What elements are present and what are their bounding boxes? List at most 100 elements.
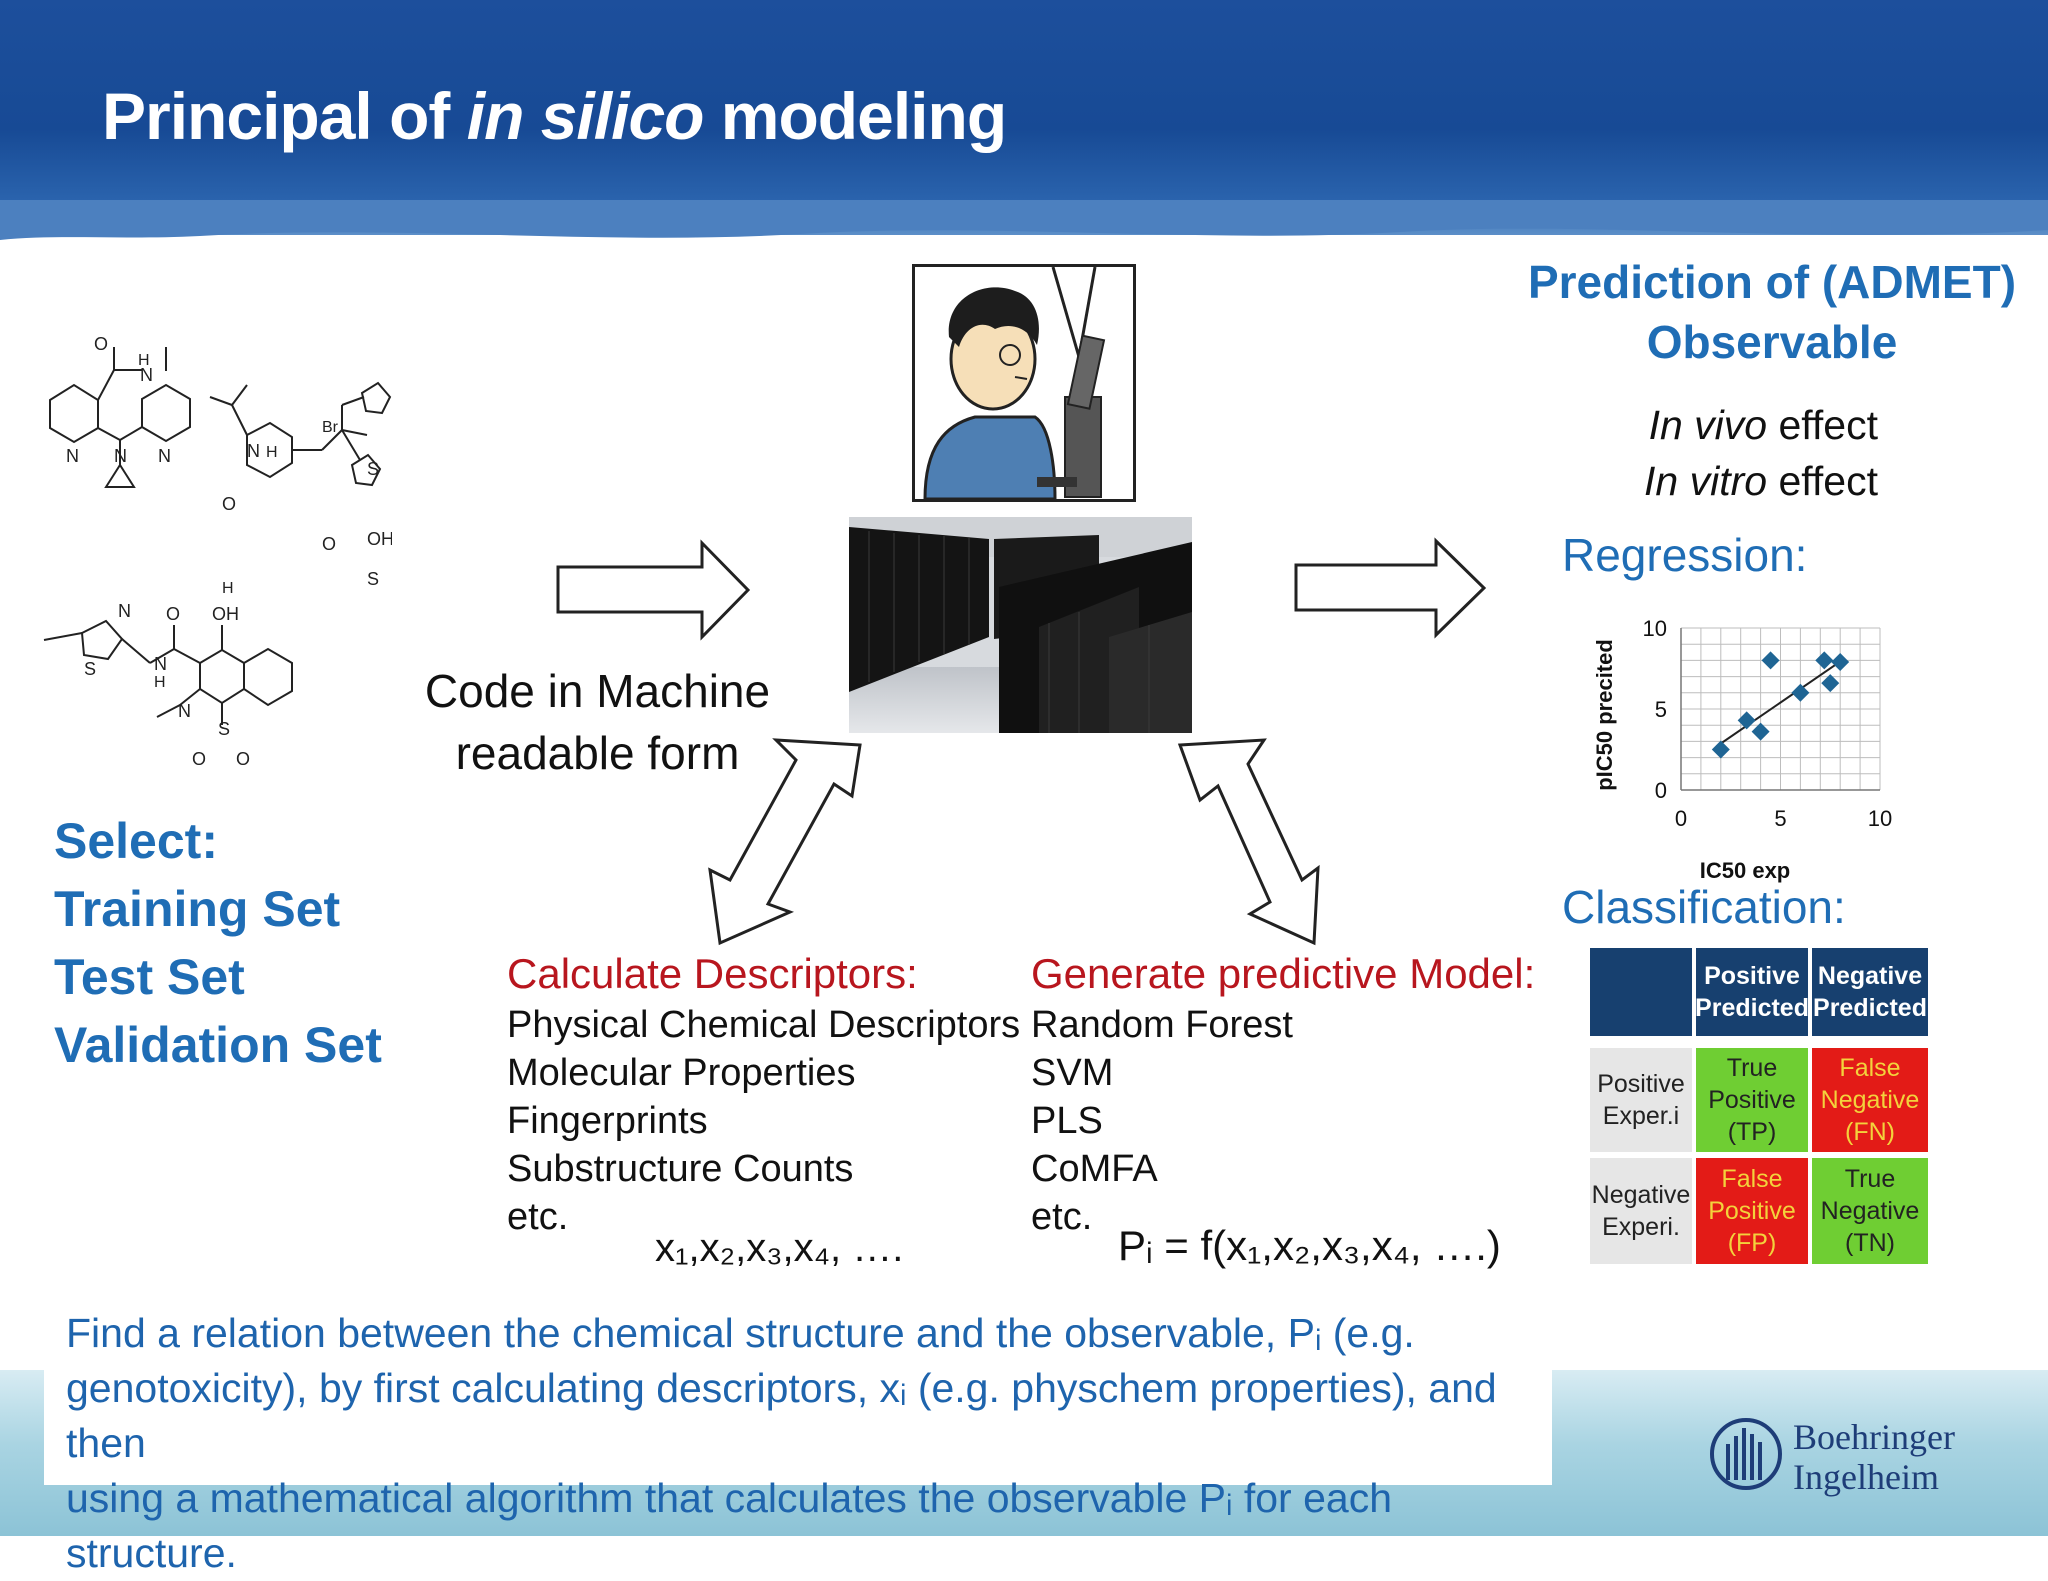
atom-label: OH [212,604,239,624]
atom-label: O [192,749,206,769]
atom-label: N [140,365,153,385]
prediction-title: Prediction of (ADMET) Observable [1522,252,2022,372]
atom-label: H [138,352,150,369]
regression-label: Regression: [1562,529,1808,581]
data-point [1711,740,1730,759]
model-item: PLS [1031,1100,1103,1142]
summary-line: genotoxicity), by first calculating desc… [66,1365,1497,1466]
descriptor-item: Substructure Counts [507,1148,854,1190]
row-header-negative: Negative Experi. [1590,1158,1692,1264]
x-tick-label: 10 [1868,806,1892,831]
data-point [1791,683,1810,702]
data-point [1831,653,1850,672]
model-item: Random Forest [1031,1004,1293,1046]
data-point [1761,651,1780,670]
confusion-matrix: Positive Predicted Negative Predicted Po… [1590,948,1928,1266]
summary-line: using a mathematical algorithm that calc… [66,1475,1392,1576]
title-prefix: Principal of [102,79,467,153]
descriptor-item: Fingerprints [507,1100,708,1142]
atom-label: O [236,749,250,769]
company-name: Boehringer Ingelheim [1793,1417,1955,1497]
atom-label: N [114,446,127,466]
atom-label: OH [367,529,392,549]
atom-label: O [166,604,180,624]
atom-label: N [178,701,191,721]
atom-label: S [218,719,230,739]
title-italic: in silico [466,79,705,153]
trend-line [1716,657,1845,748]
data-point [1821,674,1840,693]
false-positive-cell: False Positive (FP) [1696,1158,1808,1264]
footer-text-panel [44,1295,1552,1485]
descriptor-item: etc. [507,1196,569,1238]
validation-set-label: Validation Set [54,1017,382,1073]
y-tick-label: 5 [1655,697,1667,722]
atom-label: N [154,654,167,674]
code-caption: Code in Machine readable form [420,660,775,784]
y-axis-label: pIC50 precited [1592,639,1617,791]
model-item: etc. [1031,1196,1093,1238]
matrix-corner [1590,948,1692,1036]
double-arrow-icon [1177,738,1320,946]
header-banner [0,0,2048,235]
atom-label: N [247,441,260,461]
server-room-image [849,517,1192,733]
programmer-comic-image [912,264,1136,502]
atom-label: O [222,494,236,514]
training-set-label: Training Set [54,881,341,937]
header-wave-edge [0,200,2048,240]
molecule-structures: O H N N N N Br N H O O S OH H S N O OH S… [43,334,392,769]
page-title: Principal of in silico modeling [102,78,1007,154]
in-vitro-effect: In vitro effect [1498,458,1878,505]
model-item: SVM [1031,1052,1114,1094]
col-header-negative: Negative Predicted [1812,948,1928,1036]
descriptor-item: Molecular Properties [507,1052,856,1094]
arrow-right-icon [556,539,751,641]
code-line-2: readable form [455,727,740,779]
title-suffix: modeling [703,79,1007,153]
model-formula: Pᵢ = f(x₁,x₂,x₃,x₄, ….) [1118,1222,1501,1269]
atom-label: S [367,569,379,589]
atom-label: S [84,659,96,679]
true-negative-cell: True Negative (TN) [1812,1158,1928,1264]
atom-label: H [222,580,234,597]
x-tick-label: 5 [1774,806,1786,831]
false-negative-cell: False Negative (FN) [1812,1048,1928,1152]
atom-label: O [322,534,336,554]
x-tick-label: 0 [1675,806,1687,831]
summary-line: Find a relation between the chemical str… [66,1310,1415,1356]
effect-word: effect [1767,458,1878,504]
code-line-1: Code in Machine [424,665,771,717]
test-set-label: Test Set [54,949,245,1005]
atom-label: H [154,674,166,691]
atom-label: O [94,334,108,354]
prediction-title-line-2: Observable [1646,316,1898,368]
y-tick-label: 0 [1655,778,1667,803]
select-label: Select: [54,813,218,869]
true-positive-cell: True Positive (TP) [1696,1048,1808,1152]
atom-label: S [367,459,379,479]
model-item: CoMFA [1031,1148,1158,1190]
descriptor-formula: x₁,x₂,x₃,x₄, …. [655,1226,904,1270]
atom-label: Br [322,419,339,436]
atom-label: N [158,446,171,466]
x-axis-label: IC50 exp [1700,858,1791,883]
effect-italic: In vivo [1648,402,1768,448]
row-header-positive: Positive Exper.i [1590,1048,1692,1152]
arrow-right-icon [1294,537,1487,639]
boehringer-logo-icon [1710,1418,1782,1490]
col-header-positive: Positive Predicted [1695,948,1809,1036]
data-point [1737,711,1756,730]
classification-label: Classification: [1562,881,1846,933]
atom-label: N [66,446,79,466]
atom-label: H [266,444,278,461]
in-vivo-effect: In vivo effect [1498,402,1878,449]
descriptors-heading: Calculate Descriptors: [507,950,918,997]
descriptor-item: Physical Chemical Descriptors [507,1004,1021,1046]
company-name-line-1: Boehringer [1793,1417,1955,1457]
data-point [1751,722,1770,741]
company-name-line-2: Ingelheim [1793,1457,1939,1497]
effect-word: effect [1767,402,1878,448]
atom-label: N [118,601,131,621]
